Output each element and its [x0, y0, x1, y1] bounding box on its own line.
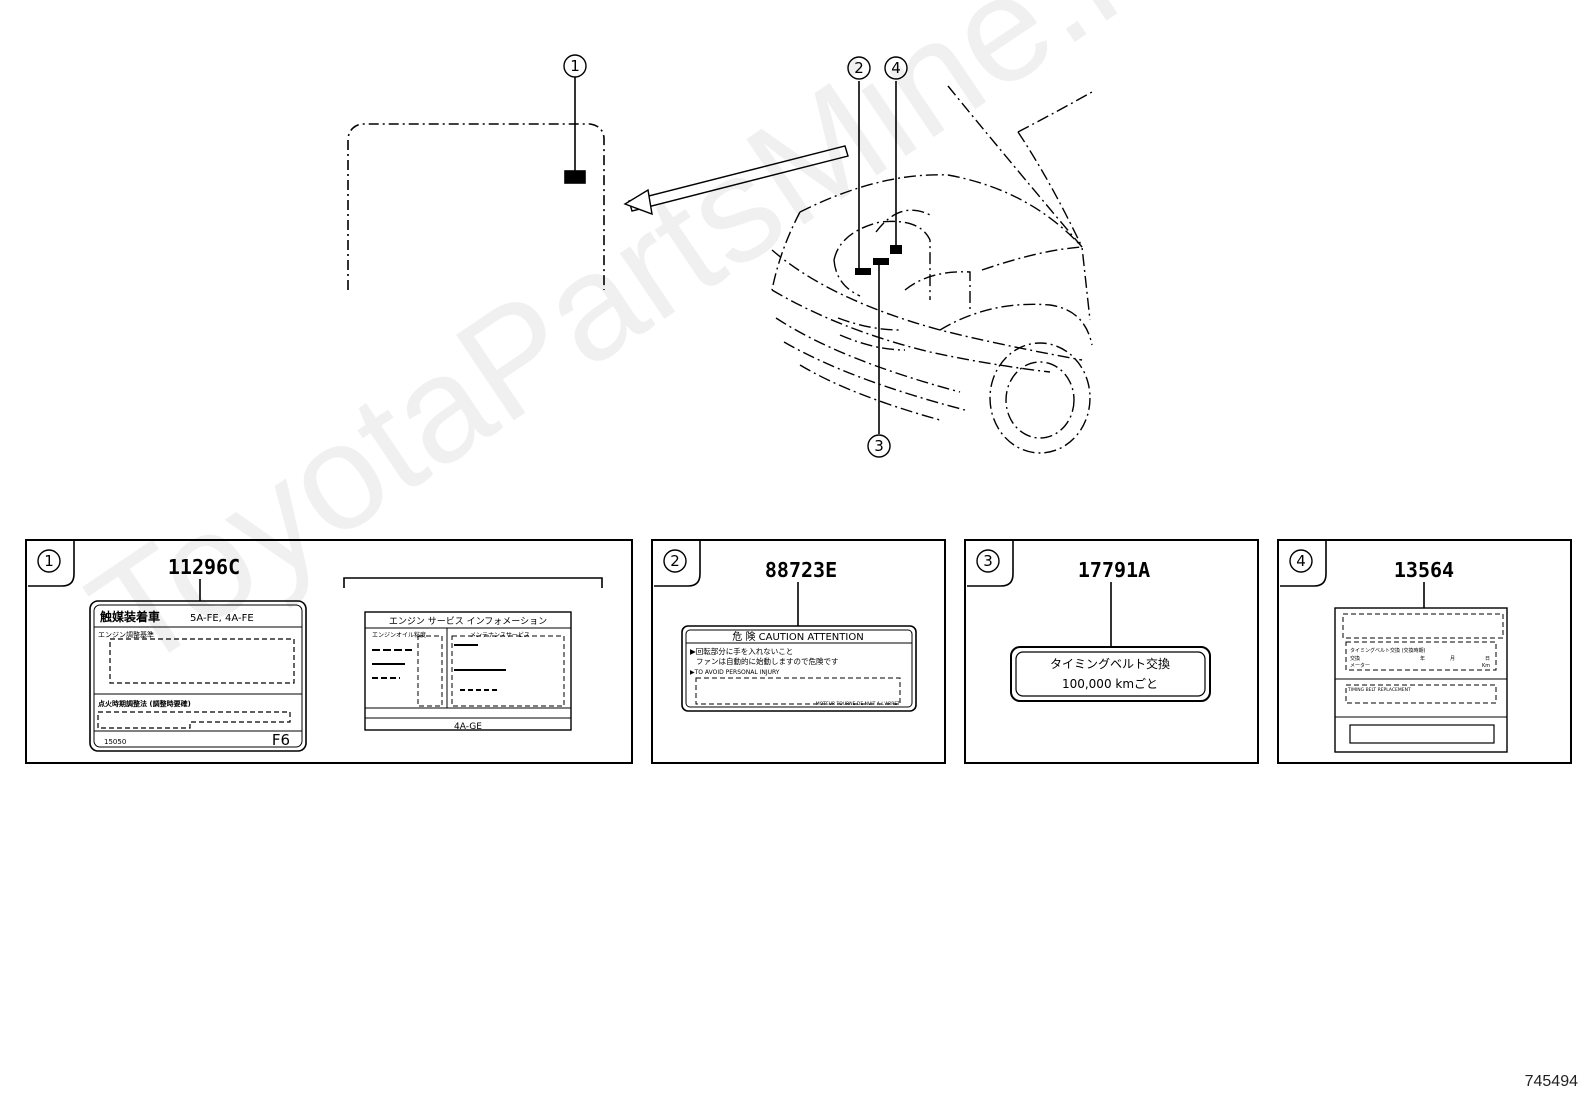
label-3 — [1010, 646, 1211, 702]
label-4-row2c: 月 — [1450, 656, 1455, 662]
label-1-corner: F6 — [272, 731, 290, 749]
label-4-marker — [890, 245, 902, 254]
location-arrow — [623, 145, 849, 216]
part-number-3: 17791A — [1078, 558, 1150, 582]
label-3-line2: 100,000 kmごと — [1062, 676, 1158, 691]
label-4-row2a: 交換 — [1350, 655, 1360, 662]
part-number-4: 13564 — [1394, 558, 1454, 582]
callout-4: 4 — [891, 59, 901, 77]
label-1b-bottom: 4A-GE — [454, 722, 482, 732]
label-1b-col-left: エンジンオイル粘度 — [372, 631, 426, 639]
label-1-row2: 点火時期調整法 (調整時要確) — [98, 699, 191, 708]
panel-1-frame — [25, 539, 633, 764]
hood-detail-view — [347, 77, 605, 290]
label-1-row1: エンジン調整基準 — [98, 630, 154, 639]
label-3-marker — [873, 258, 889, 265]
label-4-row1: タイミングベルト交換 (交換時期) — [1350, 647, 1426, 654]
callout-2: 2 — [854, 59, 864, 77]
label-4-row2d: 日 — [1485, 656, 1490, 662]
label-3-line1: タイミングベルト交換 — [1050, 656, 1170, 671]
label-1-title: 触媒装着車 — [100, 609, 160, 624]
car-front-sketch — [771, 85, 1093, 454]
panel-4-frame — [1277, 539, 1572, 764]
label-1b-title: エンジン サービス インフォメーション — [389, 616, 547, 627]
part-number-2: 88723E — [765, 558, 837, 582]
label-1-secondary — [364, 611, 572, 731]
panel-2-number: 2 — [670, 552, 680, 570]
label-4 — [1334, 607, 1508, 753]
label-2-line4: MOTEUR TOURNE DE NUIT A L'ARRET — [816, 701, 901, 707]
label-2-marker — [855, 268, 871, 275]
label-2 — [681, 625, 917, 712]
callout-3: 3 — [874, 437, 884, 455]
label-2-line2: ファンは自動的に始動しますので危険です — [696, 656, 839, 666]
label-2-header: 危 険 CAUTION ATTENTION — [732, 631, 863, 643]
label-1-main — [89, 600, 307, 752]
label-4-row3b: Km — [1482, 663, 1490, 669]
label-2-line1: ▶回転部分に手を入れないこと — [690, 646, 793, 656]
label-4-row2b: 年 — [1420, 655, 1425, 662]
document-number: 745494 — [1524, 1073, 1578, 1090]
label-1-code: 15050 — [104, 738, 126, 746]
panel-3-frame — [964, 539, 1259, 764]
panel-4-number: 4 — [1296, 552, 1306, 570]
label-2-line3: ▶TO AVOID PERSONAL INJURY — [690, 669, 780, 676]
label-1b-col-right: メンテナンスサービス — [470, 631, 530, 639]
label-4-row3a: メーター — [1350, 662, 1370, 669]
label-4-row4: TIMING BELT REPLACEMENT — [1347, 687, 1411, 693]
part-number-1: 11296C — [168, 555, 240, 579]
panel-2-frame — [651, 539, 946, 764]
panel-3-number: 3 — [983, 552, 993, 570]
panel-1-number: 1 — [44, 552, 54, 570]
label-1-engines: 5A-FE, 4A-FE — [190, 613, 254, 624]
callout-1: 1 — [570, 57, 580, 75]
